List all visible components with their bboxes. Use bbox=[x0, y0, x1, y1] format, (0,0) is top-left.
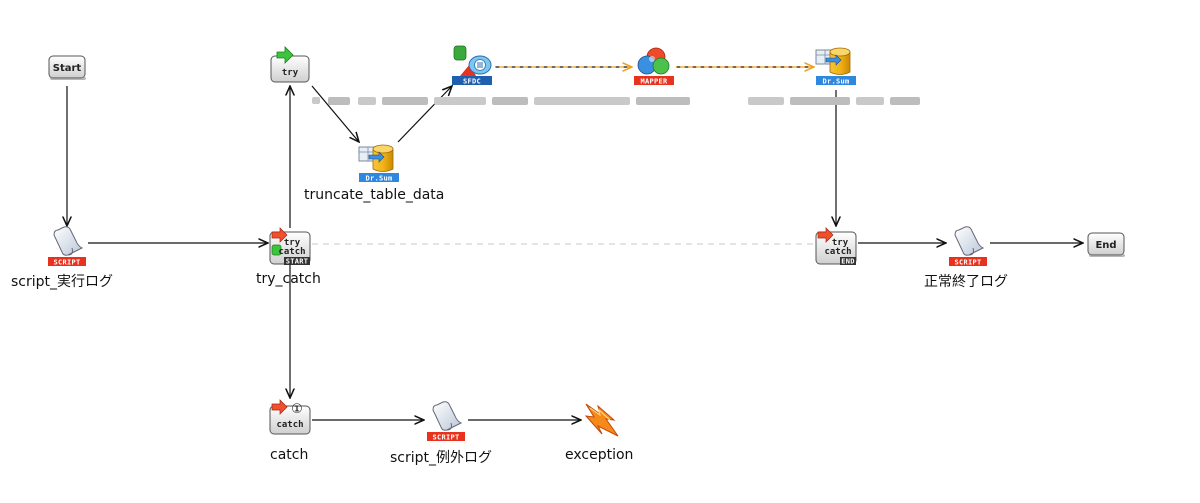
salesforce-cloud-icon bbox=[453, 45, 492, 76]
red-arrow-icon bbox=[271, 399, 288, 415]
try-node[interactable]: try bbox=[270, 46, 310, 83]
script-normal-end-log-node[interactable]: SCRIPT bbox=[949, 226, 987, 267]
script-scroll-icon bbox=[954, 226, 985, 256]
end-node-text: End bbox=[1095, 240, 1116, 251]
green-block-icon bbox=[271, 244, 282, 256]
script-scroll-icon bbox=[432, 401, 463, 431]
sfdc-node[interactable]: SFDC bbox=[452, 45, 492, 86]
red-arrow-icon bbox=[817, 227, 834, 243]
label-normal-end-log: 正常終了ログ bbox=[924, 274, 1008, 290]
script-tag: SCRIPT bbox=[53, 259, 80, 267]
sfdc-tag: SFDC bbox=[463, 78, 481, 86]
start-node-text: Start bbox=[53, 63, 82, 74]
try-catch-start-line2: catch bbox=[278, 247, 305, 257]
mapper-circles-icon bbox=[637, 47, 670, 75]
script-exec-log-node[interactable]: SCRIPT bbox=[48, 226, 86, 267]
try-catch-end-line2: catch bbox=[824, 247, 851, 257]
try-catch-start-badge: START bbox=[286, 258, 309, 266]
try-catch-end-line1: try bbox=[832, 238, 849, 248]
try-catch-end-node[interactable]: try catch END bbox=[815, 227, 857, 266]
script-tag: SCRIPT bbox=[954, 259, 981, 267]
exception-node[interactable] bbox=[584, 403, 619, 437]
script-exception-log-node[interactable]: SCRIPT bbox=[427, 401, 465, 442]
drsum-tag: Dr.Sum bbox=[365, 175, 392, 183]
drsum-truncate-node[interactable]: Dr.Sum bbox=[358, 144, 399, 183]
end-node[interactable]: End bbox=[1087, 232, 1125, 257]
script-scroll-icon bbox=[53, 226, 84, 256]
mapper-tag: MAPPER bbox=[640, 78, 668, 86]
redacted-label-bar bbox=[748, 97, 784, 105]
label-try-catch: try_catch bbox=[256, 271, 321, 287]
edge-try-to-truncate bbox=[311, 85, 359, 142]
try-catch-end-badge: END bbox=[841, 258, 855, 266]
database-table-icon bbox=[815, 47, 851, 75]
try-catch-start-line1: try bbox=[284, 238, 301, 248]
label-catch: catch bbox=[270, 447, 309, 463]
redacted-labels bbox=[312, 97, 920, 105]
label-script-exec-log: script_実行ログ bbox=[11, 274, 114, 290]
try-node-text: try bbox=[282, 68, 299, 78]
redacted-label-bar bbox=[312, 97, 320, 104]
database-table-icon bbox=[358, 144, 394, 172]
drsum-output-node[interactable]: Dr.Sum bbox=[815, 47, 856, 86]
catch-node[interactable]: ① catch bbox=[269, 399, 311, 435]
catch-number-badge: ① bbox=[291, 402, 303, 417]
drsum-tag: Dr.Sum bbox=[822, 78, 849, 86]
edges bbox=[67, 67, 1083, 420]
label-exception: exception bbox=[565, 447, 634, 463]
exception-icon bbox=[584, 403, 619, 437]
label-script-exception-log: script_例外ログ bbox=[390, 450, 493, 466]
catch-node-text: catch bbox=[276, 420, 303, 430]
red-arrow-icon bbox=[271, 227, 288, 243]
label-truncate-table-data: truncate_table_data bbox=[304, 187, 445, 203]
green-arrow-icon bbox=[276, 46, 294, 64]
script-tag: SCRIPT bbox=[432, 434, 459, 442]
try-catch-start-node[interactable]: try catch START bbox=[269, 227, 311, 266]
mapper-node[interactable]: MAPPER bbox=[634, 47, 674, 86]
edge-truncate-to-sfdc bbox=[397, 86, 452, 143]
start-node[interactable]: Start bbox=[48, 55, 86, 80]
